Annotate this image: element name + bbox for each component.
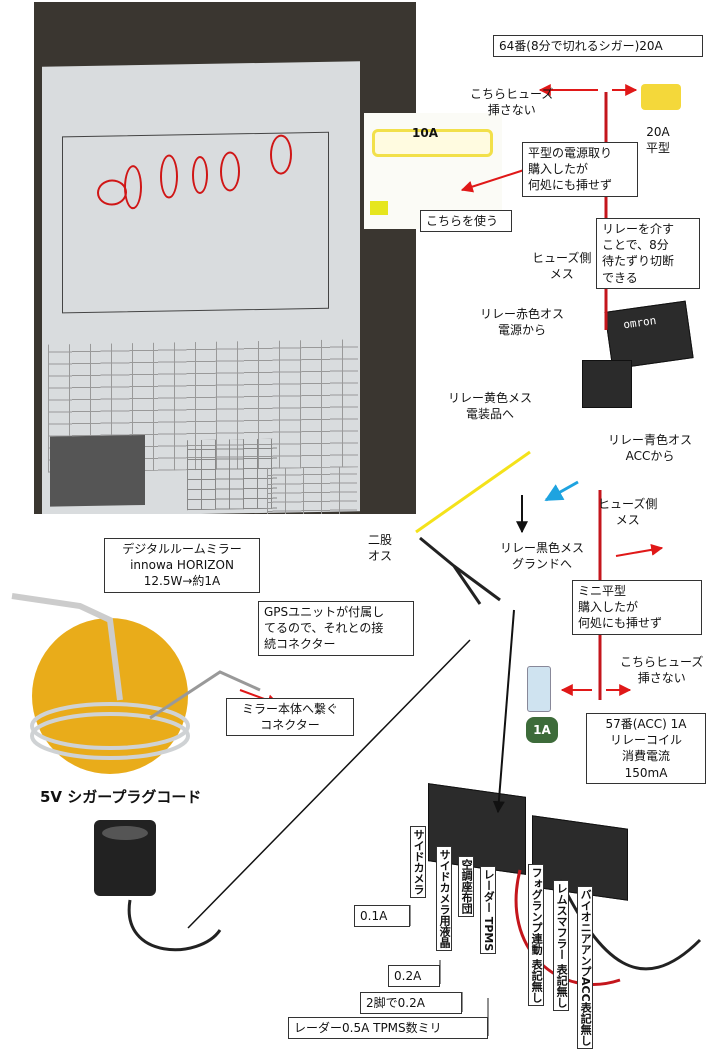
relay-note-box: リレーを介す ことで、8分 待たずり切断 できる — [596, 218, 700, 289]
vertical-label: バイオニアアンプACC表記無し — [577, 886, 593, 1049]
fuse-57-box: 57番(ACC) 1A リレーコイル 消費電流 150mA — [586, 713, 706, 784]
fuse-side-female-top: ヒューズ側 メス — [532, 250, 591, 282]
vertical-label: フォグランプ連動 表記無し — [528, 864, 544, 1006]
fuse-20a-label: 20A 平型 — [646, 124, 670, 156]
use-this-box: こちらを使う — [420, 210, 512, 232]
fuse-side-female-mid: ヒューズ側 メス — [598, 496, 657, 528]
flat-power-note-box: 平型の電源取り 購入したが 何処にも挿せず — [522, 142, 638, 197]
relay-red-label: リレー赤色オス 電源から — [480, 306, 564, 338]
mirror-connector-box: ミラー本体へ繋ぐ コネクター — [226, 698, 354, 736]
two-branch-label: 二股 オス — [368, 532, 392, 564]
bottom-box: レーダー0.5A TPMS数ミリ — [288, 1017, 488, 1039]
gps-connector-box: GPSユニットが付属し てるので、それとの接 続コネクター — [258, 601, 414, 656]
fuse-64-box: 64番(8分で切れるシガー)20A — [493, 35, 703, 57]
vertical-label: レムスマフラー 表記無し — [553, 880, 569, 1011]
bottom-box: 0.2A — [388, 965, 440, 987]
fuse-bottom-label: こちらヒューズ 挿さない — [620, 654, 703, 686]
relay-blue-label: リレー青色オス ACCから — [608, 432, 692, 464]
mini-flat-note-box: ミニ平型 購入したが 何処にも挿せず — [572, 580, 702, 635]
vertical-label: サイドカメラ用液晶 — [436, 846, 452, 951]
fuse-top-label: こちらヒューズ 挿さない — [470, 86, 553, 118]
relay-yellow-label: リレー黄色メス 電装品へ — [448, 390, 532, 422]
vertical-label: 空調座布団 — [458, 856, 474, 917]
vertical-label: レーダー TPMS — [480, 866, 496, 954]
vertical-label: サイドカメラ — [410, 826, 426, 898]
relay-black-label: リレー黒色メス グランドへ — [500, 540, 584, 572]
bottom-box: 0.1A — [354, 905, 410, 927]
bottom-box: 2脚で0.2A — [360, 992, 462, 1014]
mirror-box: デジタルルームミラー innowa HORIZON 12.5W→約1A — [104, 538, 260, 593]
